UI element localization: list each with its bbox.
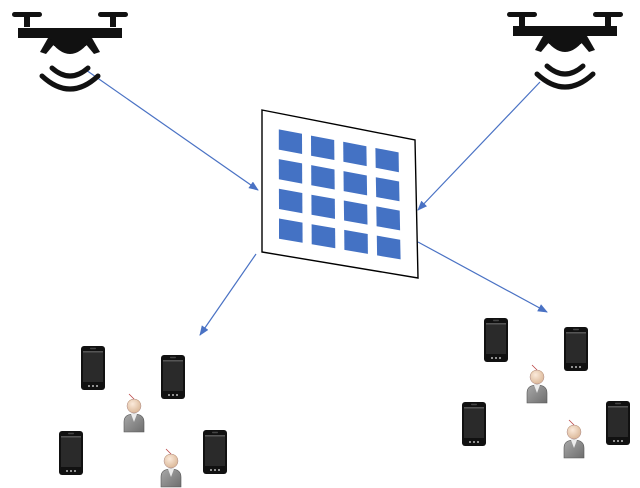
phone-icon — [59, 431, 83, 475]
user-icon — [563, 419, 585, 459]
ris-element — [311, 165, 335, 190]
phone-icon — [606, 401, 630, 445]
ris-element — [279, 218, 303, 243]
ris-element — [278, 159, 303, 184]
link-drone-right-to-ris — [417, 81, 541, 211]
drone-right — [507, 12, 623, 90]
user-group-right — [462, 318, 630, 459]
user-icon — [123, 393, 145, 433]
ris-element — [375, 177, 400, 202]
drone-left — [12, 12, 128, 92]
user-icon — [526, 364, 548, 404]
phone-icon — [484, 318, 508, 362]
ris-elements — [278, 129, 401, 260]
phone-icon — [161, 355, 185, 399]
phone-icon — [203, 430, 227, 474]
ris-element — [311, 135, 335, 160]
links — [85, 69, 548, 336]
ris-panel — [261, 109, 419, 279]
ris-element — [278, 188, 303, 214]
ris-element — [344, 229, 368, 254]
drone-icon — [12, 12, 128, 92]
phone-icon — [564, 327, 588, 371]
ris-element — [375, 148, 399, 173]
link-drone-left-to-ris — [85, 69, 259, 191]
ris-element — [278, 129, 303, 154]
ris-element — [343, 200, 368, 225]
ris-element — [311, 194, 335, 219]
user-icon — [160, 448, 182, 488]
ris-element — [311, 224, 336, 249]
link-ris-to-group-left — [199, 253, 257, 336]
drone-icon — [507, 12, 623, 90]
ris-element — [376, 235, 401, 260]
phone-icon — [462, 402, 486, 446]
link-ris-to-group-right — [417, 241, 548, 313]
ris-element — [343, 141, 367, 167]
ris-element — [376, 206, 401, 231]
user-group-left — [59, 346, 227, 488]
ris-element — [343, 171, 368, 196]
phone-icon — [81, 346, 105, 390]
